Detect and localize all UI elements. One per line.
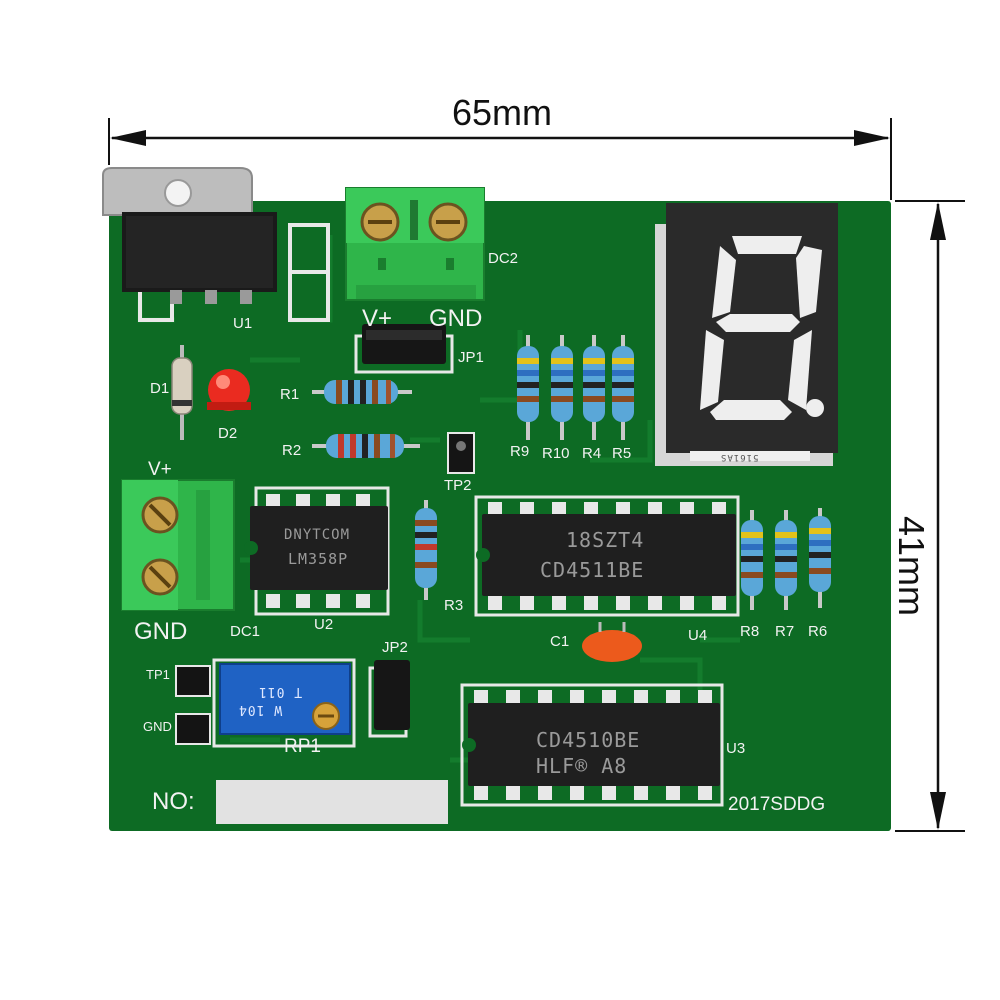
label-r1: R1: [280, 386, 300, 403]
rp1-marking-line1: T 011: [258, 684, 303, 699]
seven-segment-display: [655, 203, 838, 466]
rp1-trimmer: [212, 658, 356, 748]
label-gnd-small: GND: [143, 719, 172, 734]
u1-regulator: [102, 167, 277, 304]
label-v-plus-top: V+: [362, 305, 393, 332]
label-r6: R6: [808, 623, 828, 640]
u3-marking-line2: HLF® A8: [536, 754, 628, 778]
u4-marking-line2: CD4511BE: [540, 558, 645, 582]
u2-marking-line1: DNYTCOM: [284, 527, 351, 543]
label-u2: U2: [314, 616, 334, 633]
label-u1: U1: [233, 315, 253, 332]
u3-marking-line1: CD4510BE: [536, 728, 641, 752]
label-u3: U3: [726, 740, 746, 757]
label-gnd-left: GND: [134, 618, 188, 645]
label-r2: R2: [282, 442, 302, 459]
u4-chip: [474, 495, 740, 617]
label-r8: R8: [740, 623, 760, 640]
label-board-id: 2017SDDG: [728, 794, 826, 815]
dc1-terminal: [121, 479, 235, 611]
label-jp2: JP2: [382, 639, 408, 656]
label-r4: R4: [582, 445, 602, 462]
label-d1: D1: [150, 380, 170, 397]
label-r5: R5: [612, 445, 632, 462]
label-tp2: TP2: [444, 477, 472, 494]
label-r3: R3: [444, 597, 464, 614]
u2-marking-line2: LM358P: [288, 550, 349, 568]
label-no: NO:: [152, 788, 195, 815]
label-u4: U4: [688, 627, 708, 644]
label-dc2: DC2: [488, 250, 519, 267]
rp1-marking-line2: W 104: [238, 702, 283, 717]
label-dc1: DC1: [230, 623, 261, 640]
u3-chip: [460, 683, 724, 807]
label-r7: R7: [775, 623, 795, 640]
dc2-terminal: [345, 187, 485, 301]
label-r9: R9: [510, 443, 530, 460]
label-d2: D2: [218, 425, 238, 442]
label-jp1: JP1: [458, 349, 484, 366]
display-part-code: 5161AS: [720, 452, 759, 462]
label-c1: C1: [550, 633, 570, 650]
label-gnd-top: GND: [429, 305, 483, 332]
label-r10: R10: [542, 445, 570, 462]
label-v-plus-left: V+: [148, 459, 172, 480]
label-tp1: TP1: [146, 667, 170, 682]
u2-chip: [244, 486, 390, 616]
u4-marking-line1: 18SZT4: [566, 528, 645, 552]
label-rp1: RP1: [284, 736, 321, 757]
width-dimension-label: 65mm: [452, 92, 553, 133]
